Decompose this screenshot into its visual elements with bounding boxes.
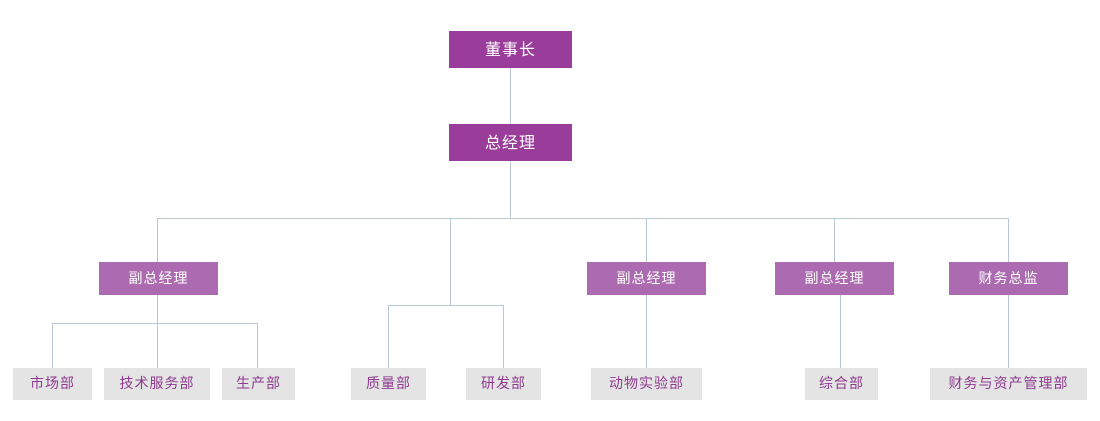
node-general-manager[interactable]: 总经理 [449, 124, 572, 161]
connector-bus-to-deputy-gm-1 [157, 218, 158, 262]
connector-bus-to-deputy-gm-3 [834, 218, 835, 262]
connector-to-dept-rnd [503, 305, 504, 368]
connector-bus-to-deputy-gm-2 [646, 218, 647, 262]
connector-to-dept-animal-lab [646, 295, 647, 368]
node-dept-quality[interactable]: 质量部 [351, 368, 426, 400]
node-deputy-gm-3-label: 副总经理 [804, 270, 865, 287]
connector-gm-stem [510, 161, 511, 219]
connector-to-dept-market [52, 323, 53, 368]
connector-to-dept-general-affairs [840, 295, 841, 368]
node-dept-finance-asset[interactable]: 财务与资产管理部 [930, 368, 1087, 400]
node-dept-rnd-label: 研发部 [481, 376, 526, 392]
node-deputy-gm-1-label: 副总经理 [128, 270, 189, 287]
node-general-manager-label: 总经理 [484, 132, 536, 152]
node-dept-tech-service-label: 技术服务部 [119, 376, 195, 392]
node-deputy-gm-3[interactable]: 副总经理 [775, 262, 894, 295]
node-dept-tech-service[interactable]: 技术服务部 [104, 368, 210, 400]
node-deputy-gm-2[interactable]: 副总经理 [587, 262, 706, 295]
node-dept-market[interactable]: 市场部 [13, 368, 92, 400]
node-dept-production[interactable]: 生产部 [222, 368, 295, 400]
node-dept-finance-asset-label: 财务与资产管理部 [948, 376, 1069, 392]
node-deputy-gm-1[interactable]: 副总经理 [99, 262, 218, 295]
node-chairman-label: 董事长 [484, 39, 536, 59]
connector-to-dept-quality [388, 305, 389, 368]
node-dept-quality-label: 质量部 [366, 376, 411, 392]
node-chairman[interactable]: 董事长 [449, 31, 572, 68]
node-dept-animal-lab[interactable]: 动物实验部 [591, 368, 702, 400]
connector-to-dept-finance-asset [1008, 295, 1009, 368]
node-dept-market-label: 市场部 [30, 376, 75, 392]
node-dept-general-affairs[interactable]: 综合部 [805, 368, 878, 400]
connector-bus-to-middle-branch [450, 218, 451, 306]
node-cfo[interactable]: 财务总监 [949, 262, 1068, 295]
connector-to-dept-tech-service [157, 323, 158, 368]
node-deputy-gm-2-label: 副总经理 [616, 270, 677, 287]
connector-bus-to-cfo [1008, 218, 1009, 262]
connector-deputy-gm-1-stem [157, 295, 158, 323]
node-cfo-label: 财务总监 [978, 270, 1039, 287]
connector-middle-bus [388, 305, 503, 306]
connector-to-dept-production [257, 323, 258, 368]
connector-chairman-to-gm [510, 68, 511, 125]
node-dept-production-label: 生产部 [236, 376, 281, 392]
node-dept-general-affairs-label: 综合部 [819, 376, 864, 392]
node-dept-animal-lab-label: 动物实验部 [609, 376, 684, 392]
connector-deputy-gm-1-bus [52, 323, 258, 324]
connector-main-bus [157, 218, 1009, 219]
node-dept-rnd[interactable]: 研发部 [466, 368, 541, 400]
